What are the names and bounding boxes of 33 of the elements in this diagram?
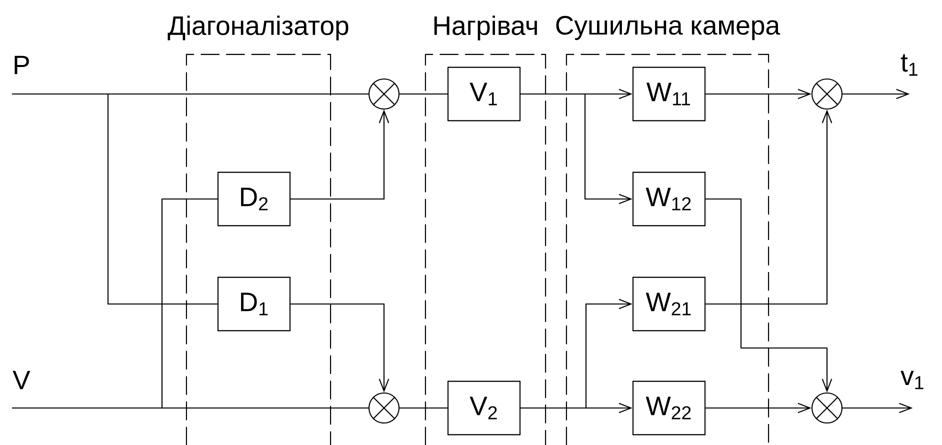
- signal-line: [400, 407, 448, 409]
- arrow: [706, 198, 832, 392]
- block-box: W$_{12}$: [632, 172, 706, 226]
- band-heading: Сушильна камера: [556, 16, 780, 40]
- block-box: W$_{11}$: [632, 66, 706, 122]
- band-heading: Нагрівач: [434, 16, 537, 40]
- block-box: W$_{22}$: [632, 380, 706, 436]
- signal-line: [12, 198, 218, 409]
- block-box: V$_{1}$: [447, 66, 521, 122]
- block-box: W$_{21}$: [632, 276, 706, 332]
- summing-junction: [811, 78, 843, 110]
- summing-junction: [368, 78, 400, 110]
- arrow: [706, 88, 812, 100]
- signal-label: v$_{1}$: [900, 370, 924, 390]
- arrow: [520, 93, 632, 204]
- arrow: [842, 88, 910, 100]
- band-heading: Діагоналізатор: [168, 16, 348, 40]
- signal-line: [400, 93, 448, 95]
- signal-label: V: [12, 370, 30, 390]
- summing-junction: [368, 392, 400, 424]
- signal-label: t$_{1}$: [900, 54, 918, 76]
- block-box: D$_{1}$: [217, 276, 291, 332]
- arrow: [290, 110, 390, 200]
- arrow: [706, 110, 832, 305]
- arrow: [520, 402, 632, 414]
- arrow: [842, 402, 913, 414]
- arrow: [706, 402, 812, 414]
- arrow: [290, 303, 390, 392]
- block-box: D$_{2}$: [217, 172, 291, 226]
- summing-junction: [811, 392, 843, 424]
- block-box: V$_{2}$: [447, 380, 521, 436]
- signal-label: P: [14, 56, 29, 74]
- signal-line: [12, 93, 218, 305]
